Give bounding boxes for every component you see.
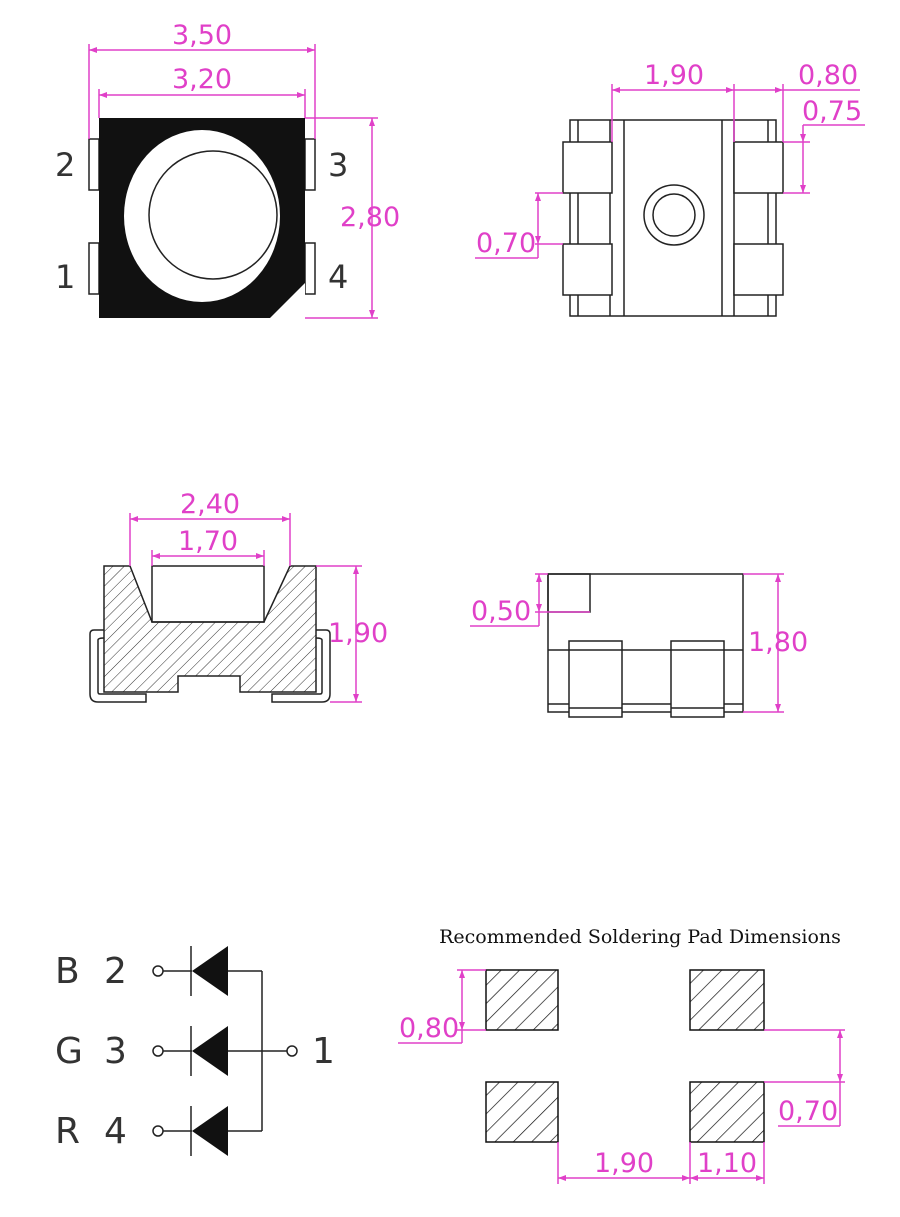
bottom-pad-br [733,243,784,296]
dimension-height: 2,80 [305,117,400,319]
schematic-pin-2: 2 [104,951,127,992]
pin-label-1: 1 [55,258,75,296]
dimension-pad-gap: 0,70 [475,192,563,259]
dim-label-2-80: 2,80 [340,202,400,233]
dimension-width-inner: 3,20 [98,64,306,118]
schematic-color-b: B [55,951,80,992]
pin-label-3: 3 [328,146,348,184]
dim-label-0-50: 0,50 [471,596,531,627]
end-pad-right [670,640,725,718]
dimension-pad-height: 0,80 [398,969,486,1044]
schematic-pin-4: 4 [104,1111,127,1152]
dimension-top: 2,40 [129,489,291,566]
dimension-pad-edge: 0,80 [734,60,860,142]
dim-label-0-75: 0,75 [802,96,862,127]
dim-label-2-40: 2,40 [180,489,240,520]
lead-1 [88,242,100,295]
schematic-color-r: R [55,1111,80,1152]
schematic-common-pin: 1 [312,1031,335,1072]
dim-label-1-70: 1,70 [178,526,238,557]
dim-label-0-80-pads: 0,80 [399,1013,459,1044]
lens-outer [124,130,280,302]
center-mark-inner [652,193,696,237]
pin1-corner-mark [270,283,305,318]
top-view: 2 1 3 4 3,50 3,20 2,80 [55,20,400,319]
bottom-pad-tl [562,141,613,194]
dim-label-1-90-side: 1,90 [328,618,388,649]
lead-2 [88,138,100,191]
dimension-pad-width: 0,75 [783,96,865,194]
dim-label-1-90-bottom: 1,90 [644,60,704,91]
dim-label-1-90-pads: 1,90 [594,1148,654,1179]
pad-layout-title: Recommended Soldering Pad Dimensions [439,926,841,948]
dim-label-1-80: 1,80 [748,627,808,658]
pin-label-2: 2 [55,146,75,184]
dim-label-3-20: 3,20 [172,64,232,95]
solder-pad-br [689,1081,765,1143]
bottom-pad-bl [562,243,613,296]
dimension-height-end: 1,80 [743,573,808,713]
end-view: 0,50 1,80 [470,573,808,718]
solder-pad-tl [485,969,559,1031]
schematic: B 2 G 3 1 R 4 [55,946,335,1156]
bottom-pad-tr [733,141,784,194]
diode-r [192,1106,228,1156]
schematic-pin-3: 3 [104,1031,127,1072]
dim-label-1-10: 1,10 [697,1148,757,1179]
dim-label-0-80-bottom: 0,80 [798,60,858,91]
dim-label-0-70-pads: 0,70 [778,1096,838,1127]
lens-inner [148,150,278,280]
dimension-pitch-pads: 1,90 [557,1142,691,1184]
pad-layout: Recommended Soldering Pad Dimensions 0,8… [398,926,845,1184]
diode-g [192,1026,228,1076]
pin-label-4: 4 [328,258,348,296]
dimension-pad-width-pads: 1,10 [690,1142,765,1184]
dimension-width-outer: 3,50 [88,20,316,139]
dimension-mark: 0,50 [470,573,590,627]
bottom-view: 1,90 0,80 0,75 0,70 [475,60,865,317]
lead-4 [304,242,316,295]
solder-pad-bl [485,1081,559,1143]
dim-label-0-70-bottom: 0,70 [476,228,536,259]
dim-label-3-50: 3,50 [172,20,232,51]
schematic-color-g: G [55,1031,83,1072]
side-lead-right [271,629,331,703]
side-view: 2,40 1,70 1,90 [89,489,388,703]
center-mark-outer [643,184,705,246]
diode-b [192,946,228,996]
dimension-inner: 1,70 [151,526,265,566]
side-lead-left [89,629,147,703]
dimension-height-side: 1,90 [316,565,388,703]
lead-3 [304,138,316,191]
dimension-pad-gap-pads: 0,70 [764,1029,845,1127]
end-pad-left [568,640,623,718]
solder-pad-tr [689,969,765,1031]
dimension-pad-pitch: 1,90 [611,60,735,142]
side-body-section [103,565,317,693]
side-cavity [151,565,265,623]
